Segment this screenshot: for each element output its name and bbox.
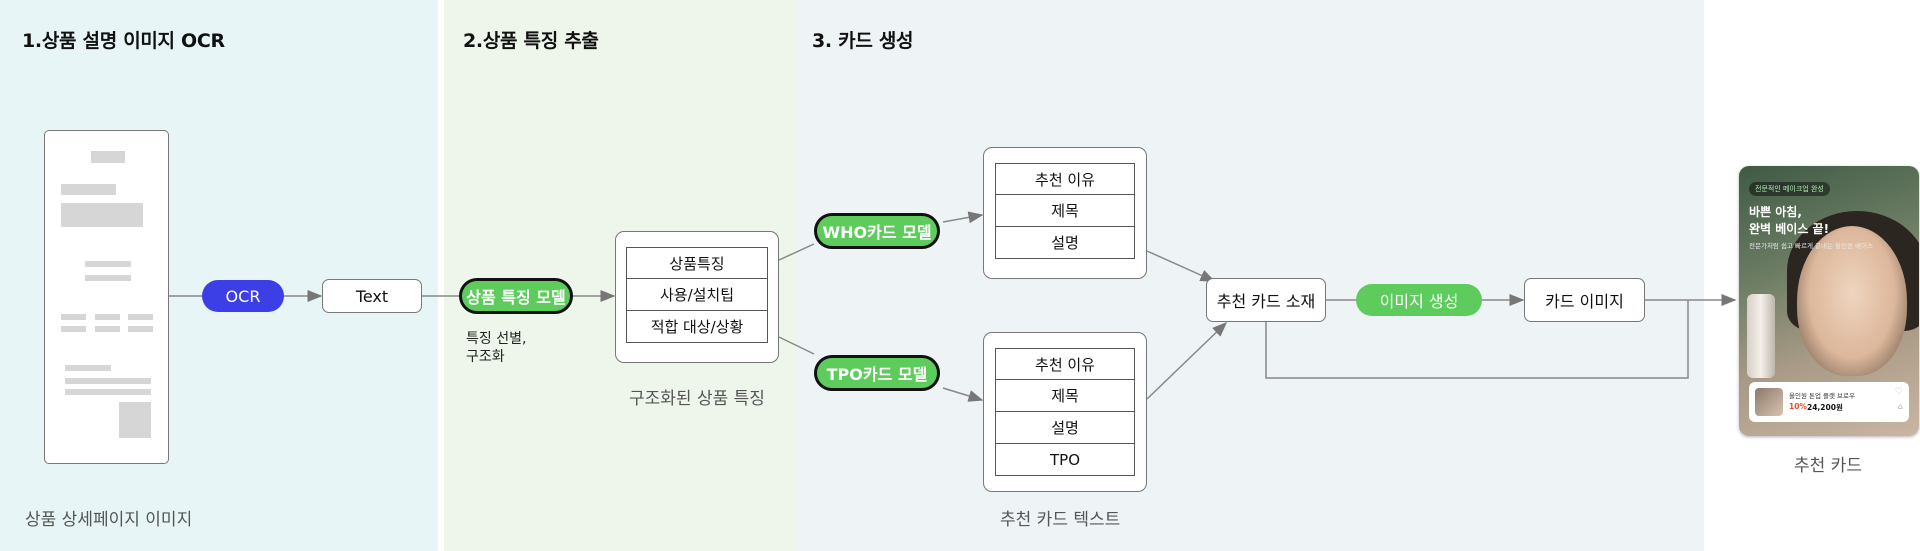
cart-icon: ⌂	[1897, 402, 1903, 411]
feature-cell: 적합 대상/상황	[626, 311, 768, 343]
tpo-cell: 제목	[995, 380, 1135, 412]
product-discount: 10%	[1789, 402, 1807, 411]
tpo-model-node: TPO카드 모델	[814, 355, 940, 391]
edge-features-tpo	[778, 336, 815, 355]
edge-who-table	[942, 211, 984, 224]
edge-tpo-table	[942, 387, 984, 402]
card-subtext: 전문가처럼 쉽고 빠르게 끝내는 올인원 베이스	[1749, 242, 1873, 250]
edge-features-who	[778, 243, 815, 261]
who-cell: 설명	[995, 227, 1135, 259]
card-product-strip: 올인원 톤업 플랫 브로우 10% 24,200원 ♡ ⌂	[1749, 382, 1909, 422]
card-badge: 전문적인 메이크업 완성	[1749, 182, 1830, 196]
feature-annotation: 특징 선별, 구조화	[466, 331, 527, 365]
caption-rec-card: 추천 카드	[1794, 456, 1862, 476]
product-price: 24,200원	[1807, 403, 1843, 412]
caption-card-text: 추천 카드 텍스트	[1000, 510, 1121, 530]
caption-detail-image: 상품 상세페이지 이미지	[25, 510, 193, 530]
card-image-node: 카드 이미지	[1524, 278, 1645, 322]
card-headline: 바쁜 아침, 완벽 베이스 끝!	[1749, 205, 1830, 236]
who-card-text-group: 추천 이유 제목 설명	[983, 147, 1147, 279]
stage-1-title: 1.상품 설명 이미지 OCR	[22, 30, 225, 52]
feature-cell: 상품특징	[626, 247, 768, 279]
product-bottle	[1747, 294, 1775, 378]
edge-who-material	[1146, 250, 1216, 282]
who-cell: 추천 이유	[995, 163, 1135, 195]
recommendation-card-image: 전문적인 메이크업 완성 바쁜 아침, 완벽 베이스 끝! 전문가처럼 쉽고 빠…	[1739, 166, 1919, 436]
feature-model-node: 상품 특징 모델	[459, 278, 573, 314]
who-cell: 제목	[995, 195, 1135, 227]
text-node: Text	[322, 279, 422, 313]
card-material-node: 추천 카드 소재	[1206, 278, 1326, 322]
structured-features-group: 상품특징 사용/설치팁 적합 대상/상황	[615, 231, 779, 363]
stage-2-title: 2.상품 특징 추출	[463, 30, 599, 52]
product-thumbnail	[1755, 388, 1783, 416]
tpo-cell: TPO	[995, 444, 1135, 476]
edge-tpo-material	[1146, 321, 1228, 400]
ocr-node: OCR	[202, 280, 284, 312]
tpo-cell: 설명	[995, 412, 1135, 444]
tpo-cell: 추천 이유	[995, 348, 1135, 380]
detail-page-image	[44, 130, 169, 464]
stage-3-title: 3. 카드 생성	[812, 30, 914, 52]
image-gen-node: 이미지 생성	[1356, 284, 1482, 316]
feature-cell: 사용/설치팁	[626, 279, 768, 311]
caption-structured-features: 구조화된 상품 특징	[629, 389, 765, 409]
stage-card-panel	[798, 0, 1704, 551]
tpo-card-text-group: 추천 이유 제목 설명 TPO	[983, 332, 1147, 492]
heart-icon: ♡	[1894, 387, 1903, 397]
product-name: 올인원 톤업 플랫 브로우	[1789, 392, 1855, 400]
edge-material-bypass	[1265, 300, 1689, 379]
who-model-node: WHO카드 모델	[814, 213, 940, 249]
portrait-face	[1797, 226, 1907, 376]
